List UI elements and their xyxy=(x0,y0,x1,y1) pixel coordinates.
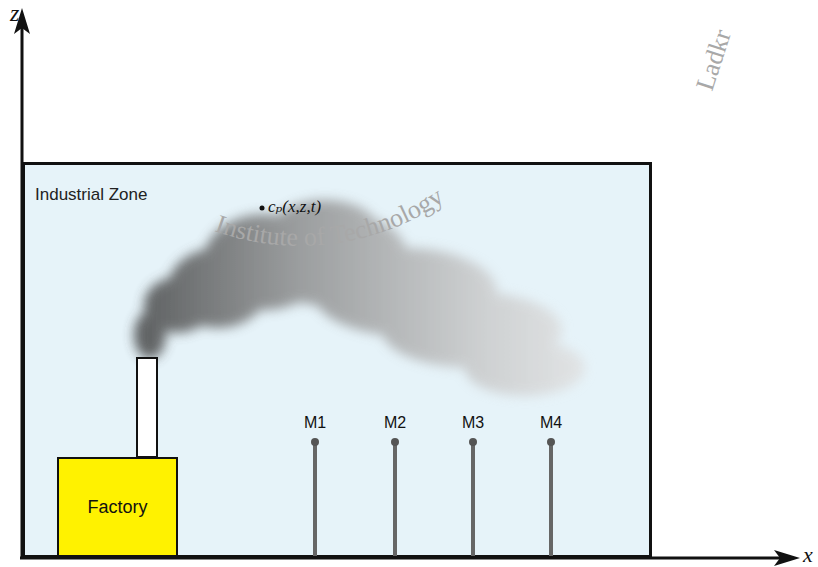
watermark-path-text: Institute of Technology xyxy=(212,181,448,252)
zone-title: Industrial Zone xyxy=(35,185,147,205)
axis-label: x xyxy=(803,542,813,567)
mast-head xyxy=(547,438,555,446)
mast-pole xyxy=(549,442,553,556)
concentration-label: cₚ(x,z,t) xyxy=(268,196,321,217)
axis-arrow xyxy=(774,550,800,566)
z-axis xyxy=(21,24,24,559)
mast-head xyxy=(391,438,399,446)
mast-pole xyxy=(471,442,475,556)
point-marker xyxy=(260,206,265,211)
mast-pole xyxy=(393,442,397,556)
watermark-text: Institute of Technology xyxy=(212,181,448,252)
mast-heads xyxy=(311,438,555,446)
mast-label: M3 xyxy=(462,414,484,432)
mast-pole xyxy=(313,442,317,556)
factory-box: Factory xyxy=(57,457,178,557)
mast-label: M2 xyxy=(384,414,406,432)
chimney xyxy=(137,358,157,457)
box-label: Factory xyxy=(87,497,147,518)
mast-label: M1 xyxy=(304,414,326,432)
mast-head xyxy=(311,438,319,446)
axis-label: z xyxy=(10,0,19,27)
mast-label: M4 xyxy=(540,414,562,432)
mast-head xyxy=(469,438,477,446)
smoke-puff xyxy=(465,340,585,396)
monitoring-masts xyxy=(315,442,551,556)
watermark-text: Ladkr xyxy=(690,26,737,94)
x-axis xyxy=(20,557,786,560)
